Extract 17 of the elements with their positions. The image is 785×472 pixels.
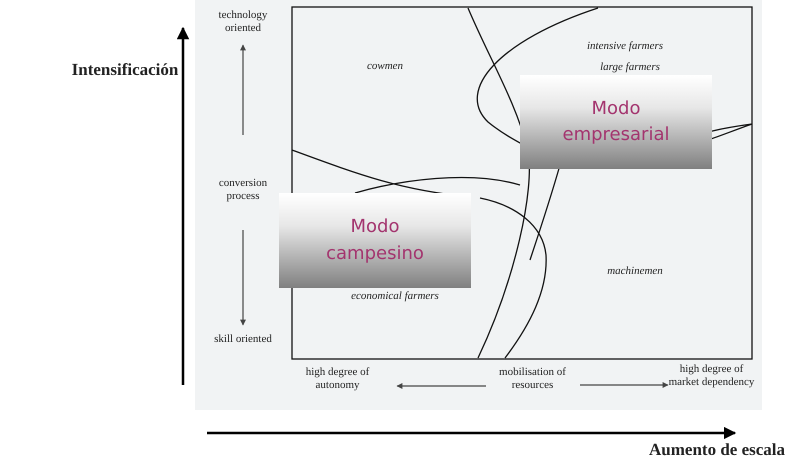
group-label: large farmers bbox=[599, 61, 661, 74]
scale-label: skill oriented bbox=[213, 333, 273, 346]
mode-box bbox=[520, 75, 712, 169]
scale-label: mobilisation of resources bbox=[498, 366, 567, 392]
group-label: cowmen bbox=[366, 60, 404, 73]
mode-label: Modo empresarial bbox=[562, 96, 670, 147]
axis-label: Intensificación bbox=[70, 60, 180, 80]
axis-label: Aumento de escala bbox=[648, 440, 785, 460]
mode-label: Modo campesino bbox=[325, 215, 425, 266]
group-label: intensive farmers bbox=[586, 40, 664, 53]
group-label: economical farmers bbox=[350, 290, 440, 303]
scale-label: high degree of autonomy bbox=[304, 366, 370, 392]
scale-label: conversion process bbox=[218, 177, 268, 202]
group-label: machinemen bbox=[606, 265, 664, 278]
mode-box bbox=[279, 193, 471, 288]
scale-label: technology oriented bbox=[218, 9, 268, 34]
scale-label: high degree of market dependency bbox=[668, 363, 756, 388]
